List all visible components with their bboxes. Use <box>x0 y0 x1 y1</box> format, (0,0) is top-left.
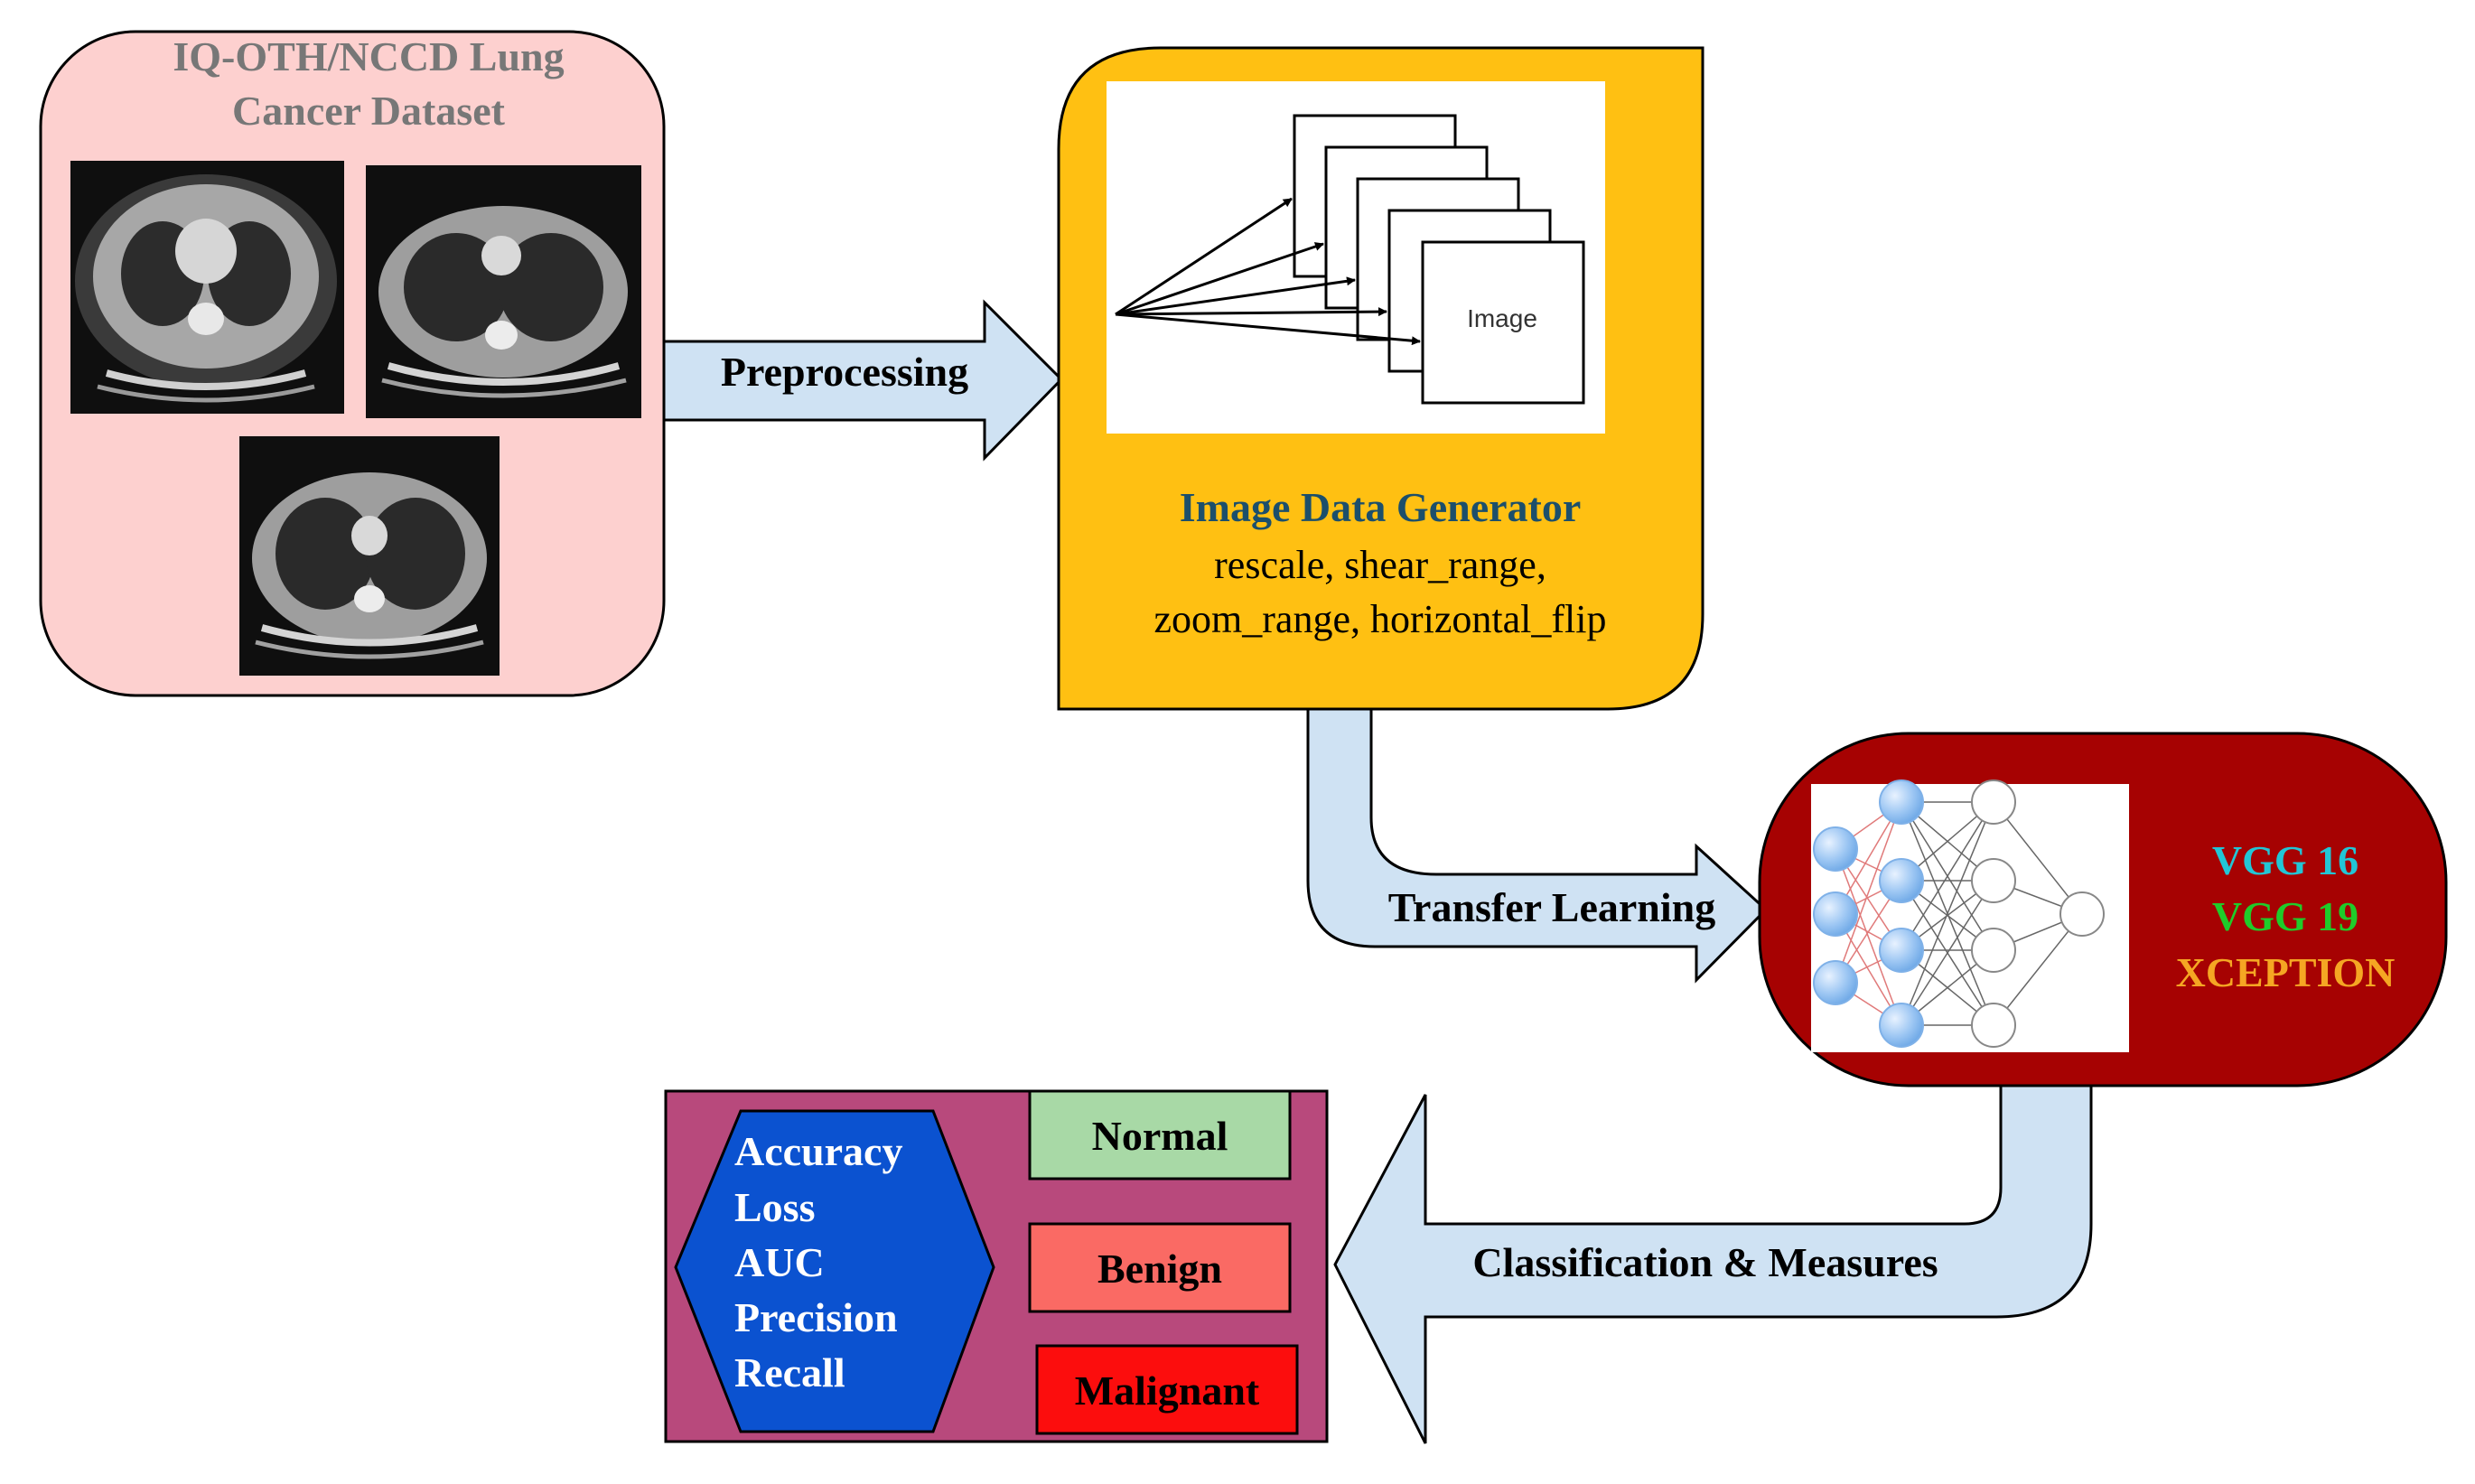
network-node <box>1971 779 2016 825</box>
results-panel: Accuracy Loss AUC Precision Recall Norma… <box>664 1089 1329 1443</box>
network-node <box>1971 1003 2016 1048</box>
measure-loss: Loss <box>734 1184 815 1230</box>
classification-label: Classification & Measures <box>1472 1239 1938 1285</box>
network-edge <box>1901 801 1994 951</box>
ct-scan-image-1 <box>70 161 344 414</box>
model-xception: XCEPTION <box>2176 949 2396 995</box>
network-edge <box>1993 913 2083 1026</box>
network-node <box>1813 826 1858 872</box>
network-edge <box>1901 801 1994 1026</box>
network-node <box>2059 891 2105 937</box>
network-node <box>1971 928 2016 973</box>
ct-scan-image-2 <box>366 165 641 418</box>
network-edge <box>1901 880 1994 1026</box>
generator-title: Image Data Generator <box>1180 484 1582 530</box>
model-panel: VGG 16 VGG 19 XCEPTION <box>1758 732 2448 1087</box>
network-node <box>1813 960 1858 1005</box>
network-node <box>1879 858 1924 903</box>
model-vgg16: VGG 16 <box>2212 837 2358 883</box>
ct-scan-image-3 <box>239 436 500 676</box>
generator-params-line2: zoom_range, horizontal_flip <box>1154 597 1607 641</box>
class-normal-label: Normal <box>1092 1113 1228 1159</box>
preprocessing-label: Preprocessing <box>721 349 968 395</box>
class-benign-box <box>1028 1222 1292 1313</box>
measure-accuracy: Accuracy <box>734 1128 902 1174</box>
network-edge <box>1835 801 1902 984</box>
class-normal-box <box>1028 1089 1292 1181</box>
transfer-learning-label: Transfer Learning <box>1388 884 1715 930</box>
measure-auc: AUC <box>734 1239 825 1285</box>
measure-recall: Recall <box>734 1349 845 1395</box>
image-label: Image <box>1467 304 1537 332</box>
measure-precision: Precision <box>734 1294 898 1340</box>
transfer-learning-arrow: Transfer Learning <box>1306 707 1769 984</box>
dataset-title-line1: IQ-OTH/NCCD Lung <box>173 33 564 79</box>
dataset-title-line2: Cancer Dataset <box>232 88 506 134</box>
classification-arrow: Classification & Measures <box>1333 1084 2093 1444</box>
class-benign-label: Benign <box>1097 1246 1222 1292</box>
network-node <box>1813 891 1858 937</box>
network-nodes <box>1813 779 2105 1048</box>
generator-params-line1: rescale, shear_range, <box>1214 543 1546 587</box>
network-edge <box>1993 801 2083 915</box>
measures-hexagon <box>674 1109 995 1433</box>
class-malignant-label: Malignant <box>1075 1367 1260 1414</box>
model-vgg19: VGG 19 <box>2212 893 2358 939</box>
image-data-generator-panel: Image Image Data Generator rescale, shea… <box>1057 46 1704 711</box>
dataset-panel: IQ-OTH/NCCD Lung Cancer Dataset <box>39 30 666 697</box>
network-node <box>1879 928 1924 973</box>
network-node <box>1879 1003 1924 1048</box>
preprocessing-arrow: Preprocessing <box>662 299 1064 462</box>
class-malignant-box <box>1035 1344 1299 1435</box>
augmentation-arrows <box>1115 197 1421 346</box>
network-edge <box>1835 848 1902 1026</box>
network-node <box>1879 779 1924 825</box>
network-node <box>1971 858 2016 903</box>
